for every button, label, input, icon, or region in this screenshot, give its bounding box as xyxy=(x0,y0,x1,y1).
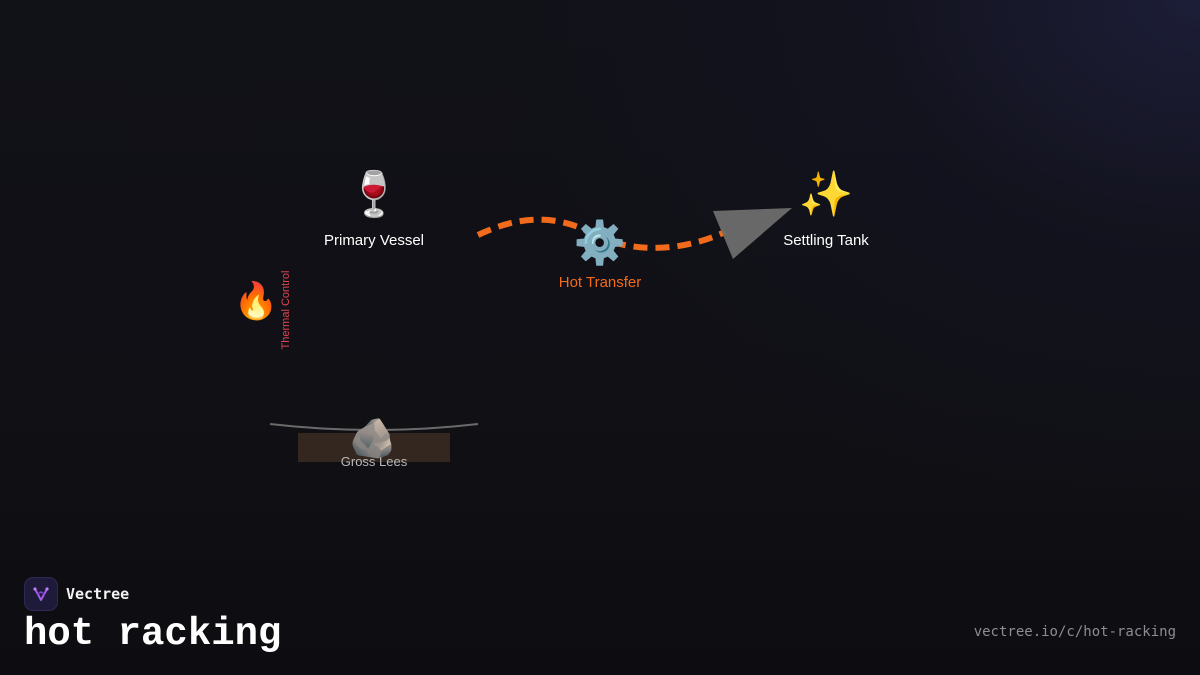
sparkles-icon: ✨ xyxy=(799,170,854,219)
hot-transfer-label: Hot Transfer xyxy=(559,274,642,291)
brand-name: Vectree xyxy=(66,585,130,603)
rock-icon: 🪨 xyxy=(349,417,396,460)
wine-glass-icon: 🍷 xyxy=(347,169,402,219)
vectree-logo-icon xyxy=(24,577,58,611)
node-hot-transfer[interactable]: ⚙️ Hot Transfer xyxy=(559,218,642,291)
lees-sediment-box xyxy=(298,433,450,462)
lees-curve xyxy=(269,423,479,431)
page-title: hot racking xyxy=(24,612,282,656)
fire-icon: 🔥 xyxy=(234,280,279,321)
primary-vessel-label: Primary Vessel xyxy=(324,232,424,249)
node-settling-tank[interactable]: ✨ Settling Tank xyxy=(783,170,869,249)
flow-path-transfer-to-tank xyxy=(611,229,727,251)
page-url[interactable]: vectree.io/c/hot-racking xyxy=(973,624,1176,640)
gear-icon: ⚙️ xyxy=(574,218,626,267)
thermal-control-label: Thermal Control xyxy=(280,271,292,350)
brand[interactable]: Vectree xyxy=(24,577,129,611)
settling-tank-label: Settling Tank xyxy=(783,232,869,249)
gross-lees-label: Gross Lees xyxy=(341,454,408,469)
node-primary-vessel[interactable]: 🍷 Primary Vessel xyxy=(324,169,424,249)
flow-arrowhead xyxy=(713,208,792,259)
node-gross-lees[interactable]: 🪨 Gross Lees xyxy=(269,417,479,469)
node-thermal-control[interactable]: 🔥 Thermal Control xyxy=(234,271,292,350)
